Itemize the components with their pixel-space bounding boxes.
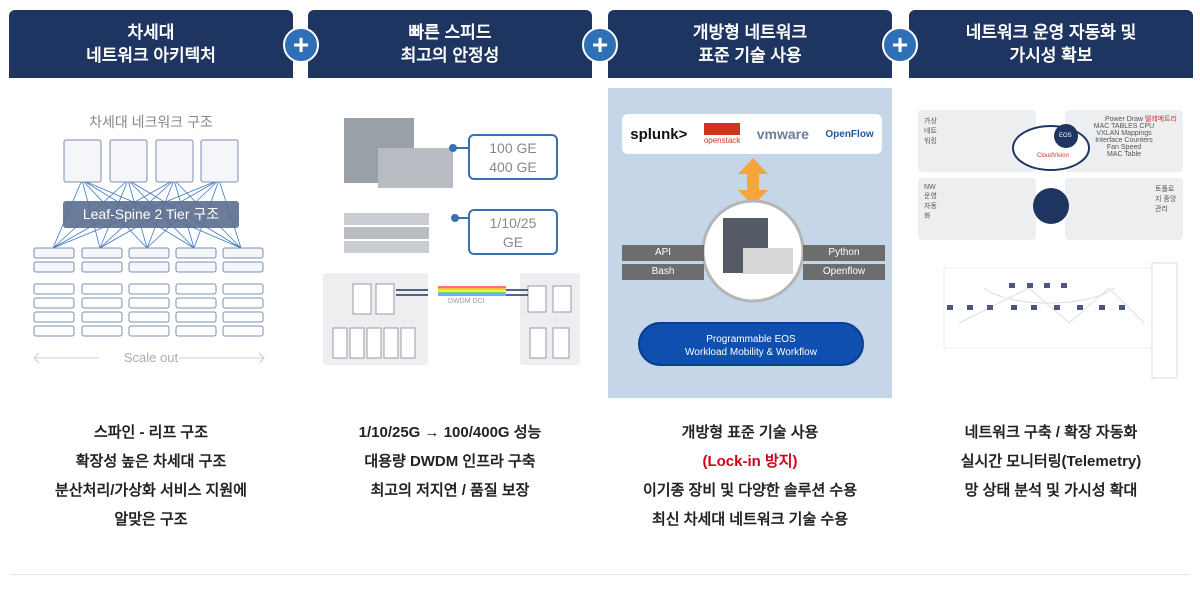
dci-label: DWDM DCI (448, 298, 485, 305)
speed-label: 100 GE (489, 140, 537, 156)
hardware-diagram: 100 GE 400 GE 1/10/25 GE DWDM DCI (308, 88, 592, 398)
column-description: 스파인 - 리프 구조 확장성 높은 차세대 구조 분산처리/가상화 서비스 지… (9, 418, 293, 534)
column-open-standards: 개방형 네트워크 표준 기술 사용 splunk> openstack vmwa… (608, 10, 892, 528)
cloudvision-label: CloudVision (1037, 153, 1069, 159)
telemetry-item: MAC Table (1106, 151, 1142, 158)
api-pill: API (622, 245, 704, 261)
partner-logos: splunk> openstack vmware OpenFlow (622, 114, 882, 154)
exchange-arrow-icon (701, 158, 805, 303)
leaf-spine-label: Leaf-Spine 2 Tier 구조 (82, 206, 220, 222)
eos-line: Programmable EOS (706, 334, 796, 345)
openstack-logo: openstack (703, 123, 741, 145)
desc-line: 최신 차세대 네트워크 기술 수용 (651, 511, 849, 528)
telemetry-item: Power Draw (1104, 116, 1144, 123)
desc-line: 최고의 저지연 / 품질 보장 (370, 482, 530, 499)
speed-box-high: 100 GE 400 GE (468, 134, 558, 180)
eos-label: EOS (1059, 133, 1072, 139)
desc-line: 스파인 - 리프 구조 (93, 424, 209, 441)
desc-line: 실시간 모니터링(Telemetry) (960, 453, 1142, 470)
bash-pill: Bash (622, 264, 704, 280)
speed-label: 400 GE (489, 159, 537, 175)
desc-line: 대용량 DWDM 인프라 구축 (364, 453, 536, 470)
header-line: 네트워크 아키텍처 (86, 46, 216, 65)
speed-label: 1/10/25 (489, 215, 537, 231)
diagram-title: 차세대 네크워크 구조 (89, 114, 213, 130)
column-header: 차세대 네트워크 아키텍처 (9, 10, 293, 78)
panel-label: 토폴로지 중앙관리 (1155, 186, 1177, 213)
speed-box-low: 1/10/25 GE (468, 209, 558, 255)
desc-line-highlight: (Lock-in 방지) (702, 453, 798, 470)
vmware-logo: vmware (756, 126, 809, 142)
column-header: 개방형 네트워크 표준 기술 사용 (608, 10, 892, 78)
header-line: 최고의 안정성 (400, 46, 500, 65)
openflow-pill: Openflow (803, 264, 885, 280)
openflow-logo: OpenFlow (825, 128, 874, 140)
desc-line: 이기종 장비 및 다양한 솔루션 수용 (642, 482, 858, 499)
header-line: 빠른 스피드 (408, 23, 492, 42)
eos-line: Workload Mobility & Workflow (685, 347, 817, 358)
column-description: 개방형 표준 기술 사용 (Lock-in 방지) 이기종 장비 및 다양한 솔… (608, 418, 892, 534)
desc-line: 네트워크 구축 / 확장 자동화 (964, 424, 1138, 441)
splunk-logo: splunk> (630, 125, 688, 143)
column-description: 1/10/25G → 100/400G 성능 대용량 DWDM 인프라 구축 최… (308, 418, 592, 505)
header-line: 가시성 확보 (1009, 46, 1093, 65)
telemetry-item: Fan Speed (1106, 144, 1142, 151)
plus-icon: + (582, 27, 618, 63)
header-line: 차세대 (127, 23, 175, 42)
cloudvision-graphic (943, 124, 1178, 379)
desc-line: 분산처리/가상화 서비스 지원에 (55, 482, 247, 499)
panel-label: 텔레메트리 (1144, 116, 1177, 123)
desc-line: 망 상태 분석 및 가시성 확대 (964, 482, 1138, 499)
automation-panel: NW 운영 자동화 (918, 178, 1036, 240)
panel-label: NW 운영 자동화 (924, 184, 937, 220)
speed-label: GE (502, 234, 524, 250)
desc-line: 1/10/25G → 100/400G 성능 (358, 424, 542, 441)
header-line: 표준 기술 사용 (698, 46, 802, 65)
column-header: 빠른 스피드 최고의 안정성 (308, 10, 592, 78)
topology-panel: 토폴로지 중앙관리 (1065, 178, 1183, 240)
automation-diagram: 가상 네트워킹 텔레메트리 Power Draw MAC TABLES CPU … (909, 88, 1193, 398)
column-automation: 네트워크 운영 자동화 및 가시성 확보 가상 네트워킹 텔레메트리 Power… (909, 10, 1193, 499)
telemetry-item: VXLAN Mappings (1096, 130, 1152, 137)
footer-divider (10, 574, 1190, 575)
programmable-eos-badge: Programmable EOS Workload Mobility & Wor… (638, 322, 864, 366)
column-speed: 빠른 스피드 최고의 안정성 100 GE 400 GE 1/10/25 GE … (308, 10, 592, 499)
column-architecture: 차세대 네트워크 아키텍처 차세대 네크워크 구조 Leaf (9, 10, 293, 528)
column-description: 네트워크 구축 / 확장 자동화 실시간 모니터링(Telemetry) 망 상… (909, 418, 1193, 505)
switch-hardware-graphic (323, 118, 580, 365)
telemetry-item: MAC TABLES CPU (1093, 123, 1155, 130)
python-pill: Python (803, 245, 885, 261)
network-topology-graphic (33, 139, 265, 364)
desc-line: 개방형 표준 기술 사용 (681, 424, 819, 441)
plus-icon: + (882, 27, 918, 63)
open-network-diagram: splunk> openstack vmware OpenFlow API Ba… (608, 88, 892, 398)
leaf-spine-diagram: 차세대 네크워크 구조 Leaf-Spine 2 Tier 구조 Scale o (9, 88, 293, 398)
column-header: 네트워크 운영 자동화 및 가시성 확보 (909, 10, 1193, 78)
header-line: 네트워크 운영 자동화 및 (965, 23, 1137, 42)
desc-line: 알맞은 구조 (114, 511, 188, 528)
scale-out-label: Scale out (123, 350, 179, 365)
panel-label: 가상 네트워킹 (924, 118, 937, 145)
header-line: 개방형 네트워크 (692, 23, 808, 42)
telemetry-item: Interface Counters (1095, 137, 1153, 144)
plus-icon: + (283, 27, 319, 63)
desc-line: 확장성 높은 차세대 구조 (75, 453, 227, 470)
